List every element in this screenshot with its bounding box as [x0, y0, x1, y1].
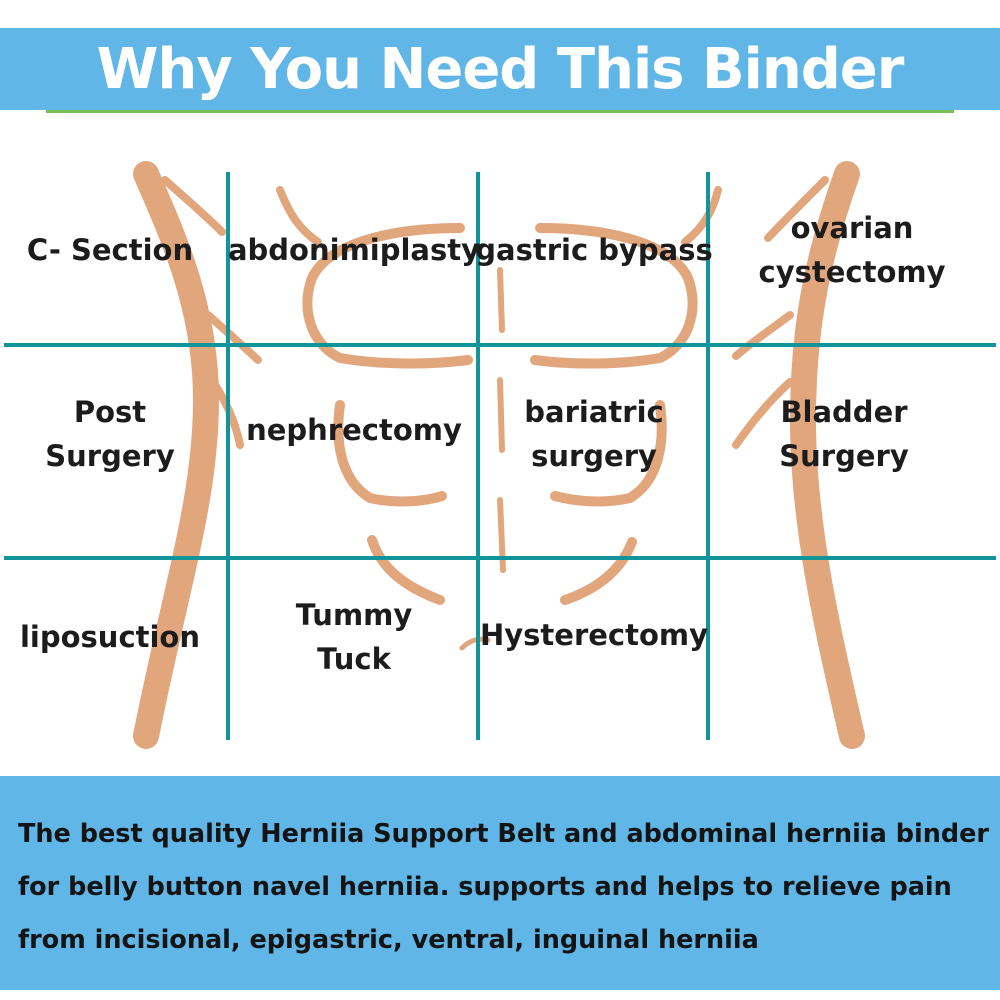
- description-line-3: from incisional, epigastric, ventral, in…: [18, 925, 759, 955]
- cell-post-surgery-line-2: Surgery: [45, 439, 175, 473]
- ab-middle-left: [333, 400, 447, 507]
- ab-lower-right: [560, 537, 637, 605]
- oblique-line-right: [732, 378, 794, 449]
- cell-post-surgery: Post Surgery: [5, 348, 215, 520]
- cell-liposuction: liposuction: [5, 562, 215, 712]
- linea-alba-upper: [497, 267, 505, 333]
- cell-c-section-line-1: C- Section: [26, 233, 194, 267]
- cell-bariatric-surgery-line-2: surgery: [531, 439, 657, 473]
- ab-upper-left: [302, 223, 473, 369]
- abdomen-illustration: [4, 161, 996, 749]
- description-text: The best quality Herniia Support Belt an…: [18, 808, 993, 967]
- cell-bariatric-surgery-line-1: bariatric: [524, 395, 664, 429]
- cell-liposuction-line-1: liposuction: [19, 620, 201, 654]
- cell-bladder-surgery: Bladder Surgery: [712, 348, 976, 520]
- grid-line-vertical-1: [226, 172, 230, 740]
- cell-bladder-surgery-line-2: Surgery: [779, 439, 909, 473]
- cell-tummy-tuck-line-2: Tuck: [317, 642, 391, 676]
- rib-line-right-upper: [764, 176, 829, 242]
- cell-tummy-tuck-line-1: Tummy: [295, 598, 413, 632]
- description-line-2: for belly button navel herniia. supports…: [18, 872, 952, 902]
- description-line-1: The best quality Herniia Support Belt an…: [18, 819, 989, 849]
- grid-line-vertical-3: [706, 172, 710, 740]
- cell-nephrectomy-line-1: nephrectomy: [246, 413, 462, 447]
- ab-middle-right: [550, 400, 667, 507]
- torso-right-outline: [790, 161, 865, 749]
- cell-bariatric-surgery: bariatric surgery: [482, 348, 706, 520]
- cell-nephrectomy: nephrectomy: [232, 348, 476, 512]
- title-banner: [0, 28, 1000, 110]
- grid-line-vertical-2: [476, 172, 480, 740]
- cell-hysterectomy-line-1: Hysterectomy: [479, 618, 709, 652]
- chest-curve-right: [681, 186, 722, 246]
- cell-ovarian-cystectomy-line-2: cystectomy: [758, 255, 946, 289]
- cell-abdominoplasty-line-1: abdonimiplasty: [227, 233, 481, 267]
- linea-alba-middle: [497, 377, 505, 453]
- ab-lower-left: [367, 535, 445, 605]
- rib-line-right-lower: [732, 311, 794, 360]
- cell-gastric-bypass: gastric bypass: [475, 185, 713, 315]
- cell-abdominoplasty: abdonimiplasty: [228, 185, 480, 315]
- cell-tummy-tuck: Tummy Tuck: [232, 562, 476, 712]
- cell-ovarian-cystectomy: ovarian cystectomy: [712, 185, 992, 315]
- ab-upper-right: [530, 223, 698, 369]
- description-panel: [0, 776, 1000, 990]
- torso-left-outline: [133, 161, 219, 749]
- rib-line-left-lower: [204, 311, 262, 364]
- cell-ovarian-cystectomy-line-1: ovarian: [790, 211, 914, 245]
- navel-curve: [459, 636, 491, 651]
- rib-line-left-upper: [161, 176, 226, 236]
- cell-gastric-bypass-line-1: gastric bypass: [475, 233, 713, 267]
- cell-hysterectomy: Hysterectomy: [479, 562, 709, 708]
- grid-line-horizontal-2: [4, 556, 996, 560]
- grid-line-horizontal-1: [4, 343, 996, 347]
- cell-bladder-surgery-line-1: Bladder: [780, 395, 908, 429]
- page-title: Why You Need This Binder: [96, 37, 905, 102]
- cell-c-section: C- Section: [5, 185, 215, 315]
- cell-post-surgery-line-1: Post: [73, 395, 147, 429]
- banner-underline: [46, 110, 954, 113]
- chest-curve-left: [276, 186, 322, 246]
